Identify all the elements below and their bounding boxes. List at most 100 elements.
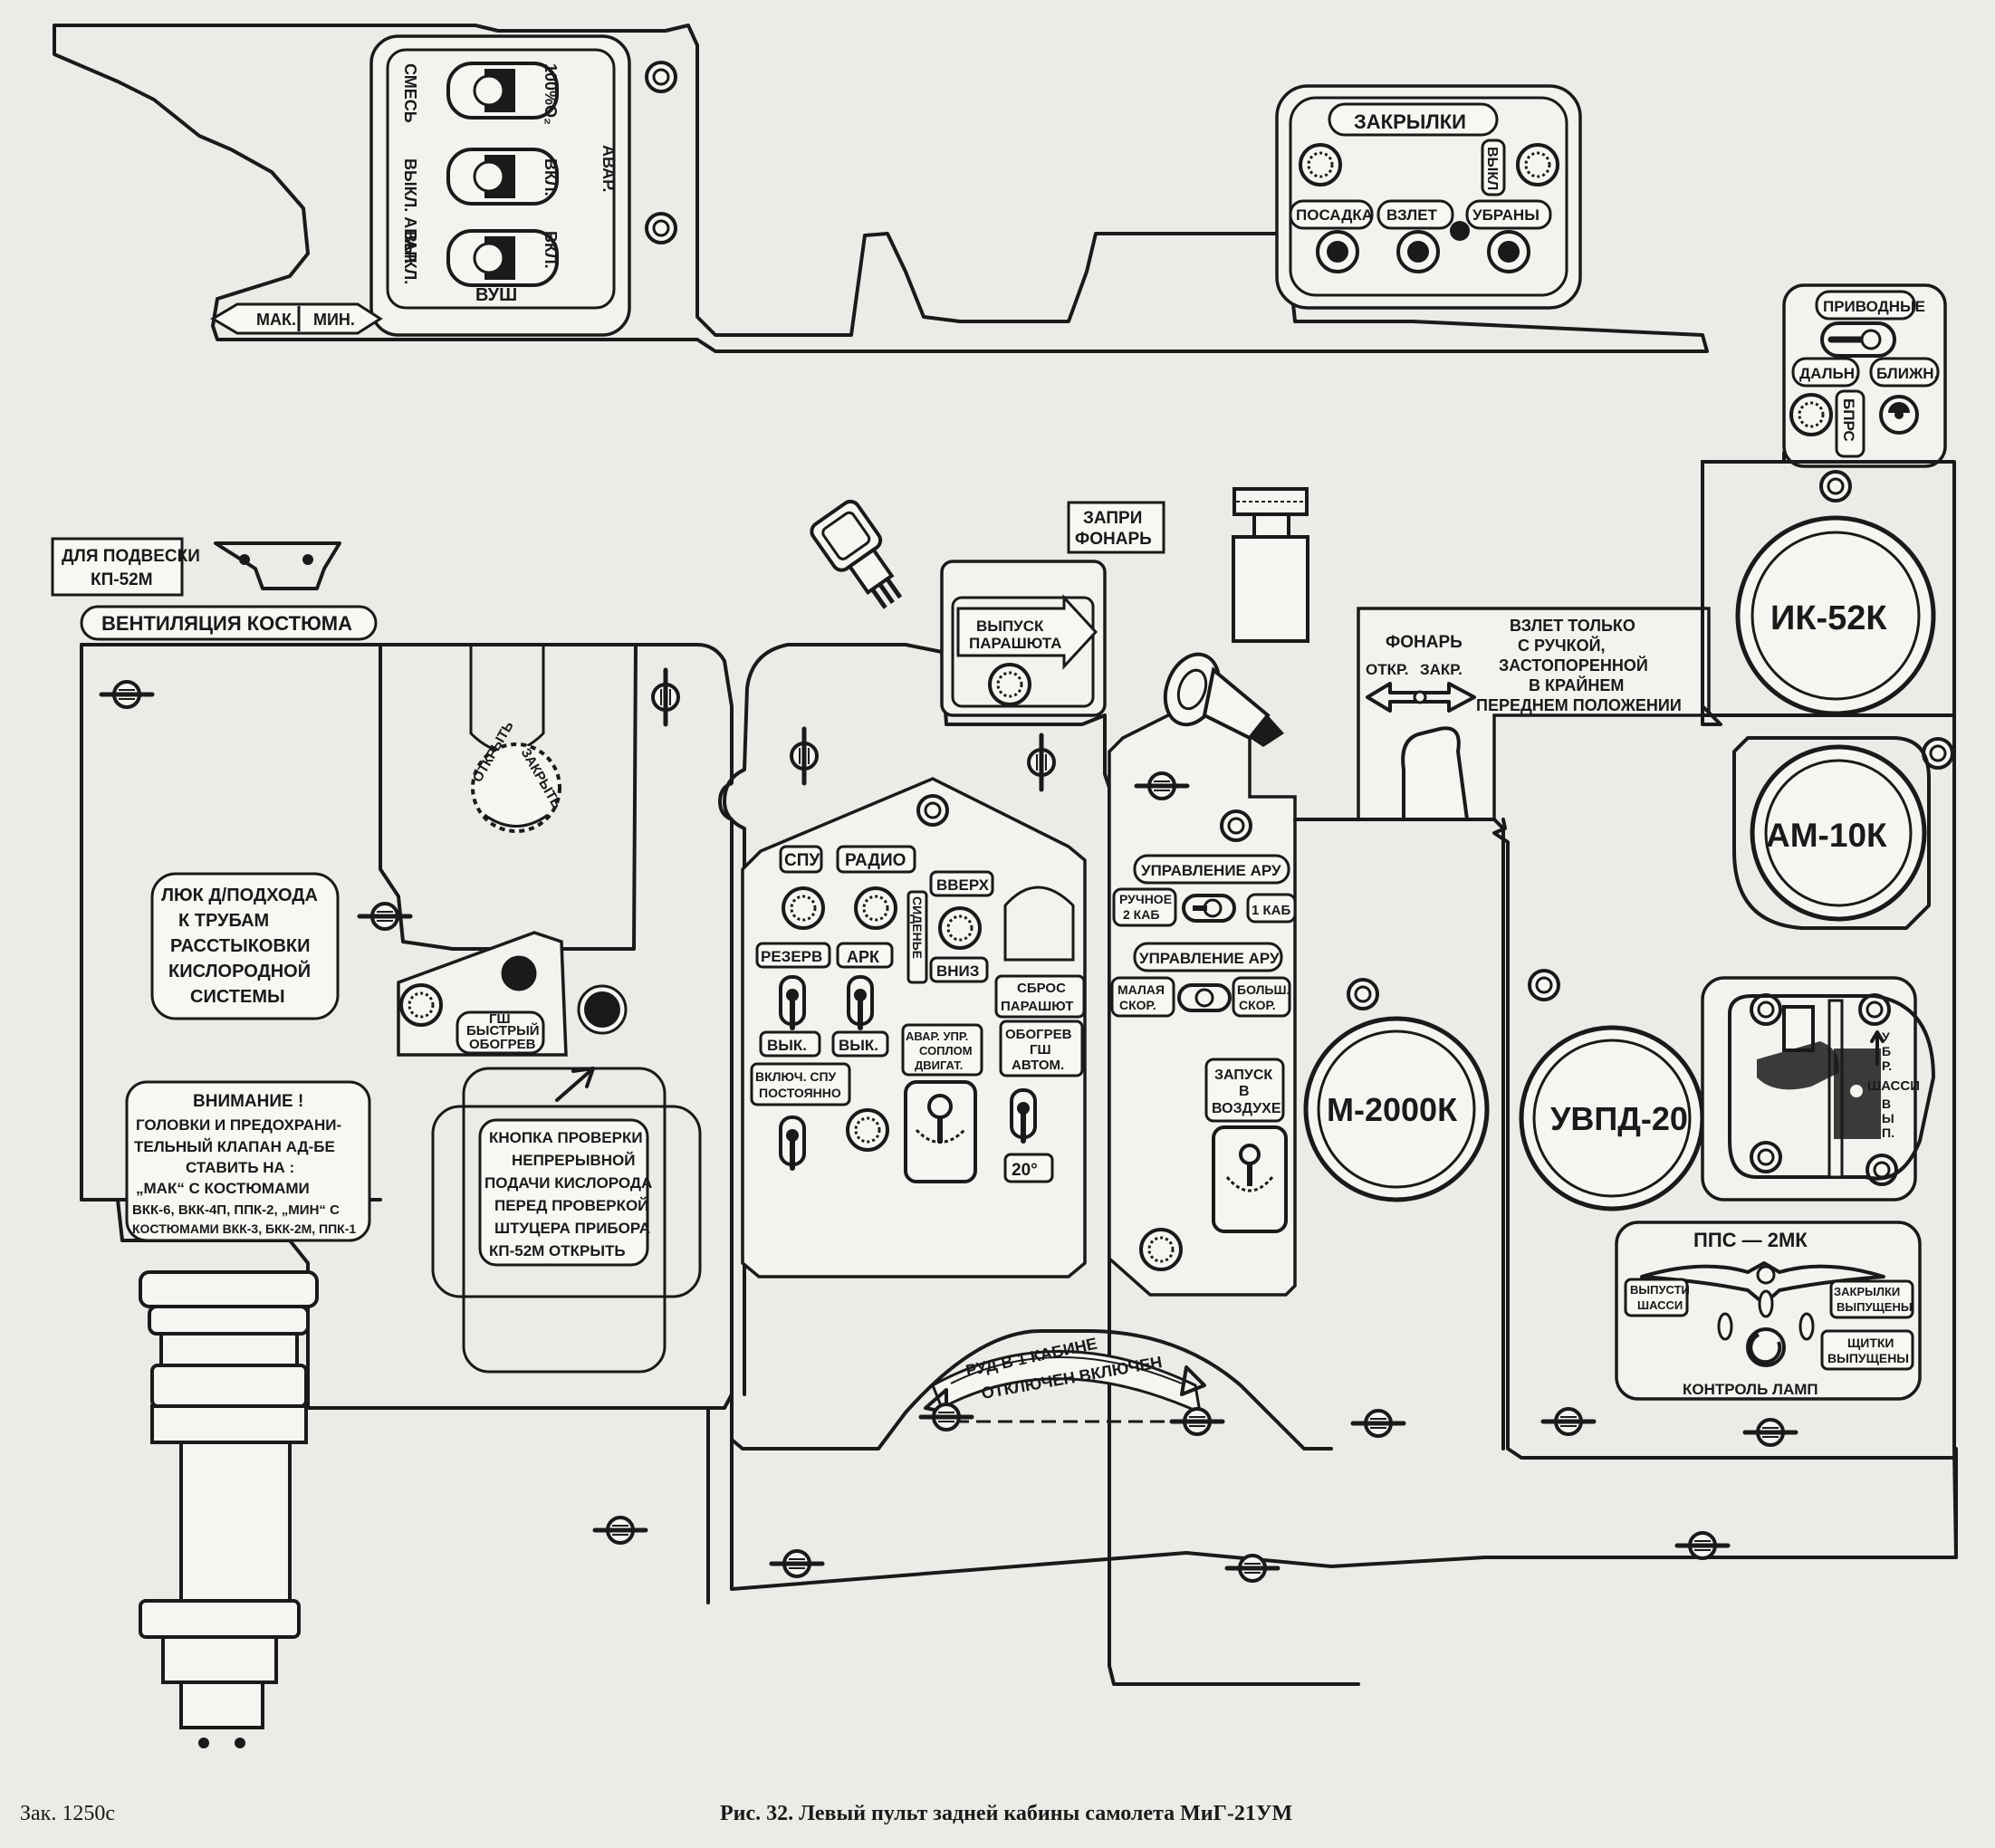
- oxygen-check-button[interactable]: [577, 984, 628, 1035]
- check-button-area: КНОПКА ПРОВЕРКИ НЕПРЕРЫВНОЙ ПОДАЧИ КИСЛО…: [431, 1067, 702, 1374]
- gear-label-b: Б: [1882, 1044, 1891, 1058]
- oxy-label-mix: СМЕСЬ: [401, 63, 419, 123]
- flaps-takeoff-button[interactable]: [1396, 230, 1440, 273]
- svg-text:ВОЗДУХЕ: ВОЗДУХЕ: [1212, 1101, 1281, 1116]
- seat-adjust-knob[interactable]: [938, 906, 982, 950]
- svg-text:ВЫПУСТИ: ВЫПУСТИ: [1630, 1283, 1690, 1297]
- spu-const-knob[interactable]: [846, 1108, 889, 1152]
- svg-text:РУЧНОЕ: РУЧНОЕ: [1119, 892, 1172, 906]
- svg-text:ФОНАРЬ: ФОНАРЬ: [1075, 530, 1152, 549]
- oxy-mount-ring-2: [645, 212, 677, 244]
- gear-label-u: У: [1882, 1029, 1890, 1044]
- svg-text:КИСЛОРОДНОЙ: КИСЛОРОДНОЙ: [168, 960, 311, 981]
- flaps-off-label: ВЫКЛ: [1484, 147, 1500, 190]
- oxygen-switch-1[interactable]: [446, 62, 559, 120]
- oxy-label-emerg: АВАР.: [599, 145, 618, 192]
- reserve-toggle[interactable]: [781, 977, 804, 1028]
- oxygen-hose-connector[interactable]: [139, 1270, 319, 1748]
- svg-text:КОСТЮМАМИ ВКК-3, БКК-2М, ППК-1: КОСТЮМАМИ ВКК-3, БКК-2М, ППК-1: [132, 1221, 356, 1236]
- svg-text:ЛЮК Д/ПОДХОДА: ЛЮК Д/ПОДХОДА: [161, 886, 318, 905]
- svg-text:СБРОС: СБРОС: [1017, 981, 1066, 996]
- gear-label-v: В: [1882, 1096, 1891, 1111]
- canopy-title: ФОНАРЬ: [1386, 633, 1463, 652]
- spu-volume-knob[interactable]: [782, 886, 825, 930]
- radio-beacon-panel: ПРИВОДНЫЕ ДАЛЬН. БЛИЖН. БПРС: [1782, 283, 1947, 468]
- aru-bottom-knob[interactable]: [1139, 1228, 1183, 1271]
- canopy-handle[interactable]: [1401, 726, 1470, 821]
- spu-const-toggle[interactable]: [781, 1117, 804, 1168]
- radio-volume-knob[interactable]: [854, 886, 897, 930]
- svg-text:СОПЛОМ: СОПЛОМ: [919, 1044, 973, 1058]
- canopy-lock-label: ЗАПРИ ФОНАРЬ: [1067, 501, 1165, 554]
- ark-toggle[interactable]: [849, 977, 872, 1028]
- oxygen-switch-2[interactable]: [446, 148, 559, 206]
- beacon-dimmer-knob[interactable]: [1789, 393, 1833, 436]
- top-rail: [53, 24, 1709, 353]
- gear-lever-panel: У Б Р. ШАССИ В Ы П.: [1701, 976, 1935, 1202]
- parachute-release-button[interactable]: [988, 663, 1031, 706]
- gear-label-r: Р.: [1882, 1058, 1892, 1073]
- flaps-knob-right[interactable]: [1516, 143, 1559, 187]
- svg-text:БЫСТРЫЙ: БЫСТРЫЙ: [466, 1022, 540, 1039]
- svg-text:СТАВИТЬ НА :: СТАВИТЬ НА :: [186, 1159, 294, 1176]
- seat-label: СИДЕНЬЕ: [910, 896, 925, 959]
- svg-text:„МАК“ С КОСТЮМАМИ: „МАК“ С КОСТЮМАМИ: [136, 1180, 310, 1197]
- canopy-crank[interactable]: [1156, 646, 1284, 747]
- svg-text:В КРАЙНЕМ: В КРАЙНЕМ: [1529, 675, 1624, 694]
- reserve-label: РЕЗЕРВ: [761, 948, 822, 965]
- oxygen-valve[interactable]: ОТКРЫТЬ ЗАКРЫТЬ: [470, 719, 565, 833]
- screw: [653, 670, 678, 724]
- flaps-knob-left[interactable]: [1299, 143, 1342, 187]
- right-mount-ring: [1819, 470, 1852, 503]
- flaps-indicator-lamp: [1450, 221, 1470, 241]
- suspension-bracket: [214, 541, 341, 590]
- svg-text:К ТРУБАМ: К ТРУБАМ: [178, 911, 269, 931]
- aru-speed-switch[interactable]: [1177, 983, 1232, 1012]
- radio-label: РАДИО: [845, 851, 906, 870]
- ark-label: АРК: [847, 948, 880, 966]
- oxy-max-min-arrow: МАК. МИН.: [210, 302, 383, 335]
- spu-label: СПУ: [784, 851, 820, 870]
- svg-text:АВТОМ.: АВТОМ.: [1012, 1058, 1064, 1073]
- rud-indicator: РУД В 1 КАБИНЕ ОТКЛЮЧЕН ВКЛЮЧЕН: [924, 1335, 1206, 1423]
- flaps-landing-button[interactable]: [1316, 230, 1359, 273]
- oxygen-switch-3[interactable]: [446, 229, 559, 287]
- airstart-switch[interactable]: [1212, 1125, 1288, 1233]
- gear-ring: [1750, 1141, 1782, 1173]
- aru-panel: УПРАВЛЕНИЕ АРУ РУЧНОЕ 2 КАБ 1 КАБ УПРАВЛ…: [1108, 686, 1297, 1297]
- flaps-retract-button[interactable]: [1487, 230, 1530, 273]
- svg-text:АМ-10К: АМ-10К: [1766, 817, 1887, 854]
- svg-text:ВЫПУСК: ВЫПУСК: [976, 618, 1044, 635]
- screw: [1745, 1420, 1796, 1445]
- svg-text:КП-52М ОТКРЫТЬ: КП-52М ОТКРЫТЬ: [489, 1242, 626, 1259]
- svg-text:ПЕРЕДНЕМ ПОЛОЖЕНИИ: ПЕРЕДНЕМ ПОЛОЖЕНИИ: [1476, 696, 1682, 714]
- pps-lamp-check-label: КОНТРОЛЬ ЛАМП: [1683, 1381, 1818, 1398]
- svg-text:СКОР.: СКОР.: [1239, 998, 1276, 1012]
- beacon-title: ПРИВОДНЫЕ: [1823, 298, 1925, 315]
- svg-text:ШТУЦЕРА ПРИБОРА: ШТУЦЕРА ПРИБОРА: [494, 1220, 650, 1237]
- aru-control-1-label: УПРАВЛЕНИЕ АРУ: [1141, 862, 1281, 879]
- beacon-switch[interactable]: [1820, 321, 1896, 358]
- drogue-chute-handle[interactable]: [808, 498, 915, 618]
- svg-text:ЗАПРИ: ЗАПРИ: [1083, 509, 1142, 528]
- landing-gear-lever[interactable]: [1757, 1005, 1881, 1139]
- canopy-lock-handle[interactable]: [1232, 487, 1309, 643]
- svg-text:ПЕРЕД ПРОВЕРКОЙ: ПЕРЕД ПРОВЕРКОЙ: [494, 1197, 648, 1214]
- svg-text:ВКЛЮЧ. СПУ: ВКЛЮЧ. СПУ: [755, 1069, 837, 1084]
- svg-text:ТЕЛЬНЫЙ КЛАПАН АД-БЕ: ТЕЛЬНЫЙ КЛАПАН АД-БЕ: [134, 1138, 335, 1155]
- svg-text:КНОПКА ПРОВЕРКИ: КНОПКА ПРОВЕРКИ: [489, 1129, 643, 1146]
- suspension-label: ДЛЯ ПОДВЕСКИ КП-52М: [51, 537, 200, 597]
- pps-lamp-test-knob[interactable]: [1746, 1327, 1786, 1367]
- oxy-min-label: МИН.: [313, 311, 355, 329]
- flaps-panel: ЗАКРЫЛКИ ВЫКЛ ПОСАДКА ВЗЛЕТ УБРАНЫ: [1275, 84, 1582, 310]
- gsh-auto-toggle[interactable]: [1012, 1090, 1035, 1141]
- screw: [101, 682, 152, 707]
- oxy-max-label: МАК.: [256, 311, 296, 329]
- nozzle-emergency-handle[interactable]: [904, 1080, 977, 1183]
- beacon-near-label: БЛИЖН.: [1876, 365, 1938, 382]
- aru-manual-switch[interactable]: [1182, 894, 1236, 923]
- figure-order-number: Зак. 1250с: [20, 1802, 115, 1825]
- gsh-heat-knob[interactable]: [399, 983, 443, 1027]
- svg-text:С РУЧКОЙ,: С РУЧКОЙ,: [1518, 636, 1606, 655]
- figure-caption: Рис. 32. Левый пульт задней кабины самол…: [720, 1802, 1293, 1825]
